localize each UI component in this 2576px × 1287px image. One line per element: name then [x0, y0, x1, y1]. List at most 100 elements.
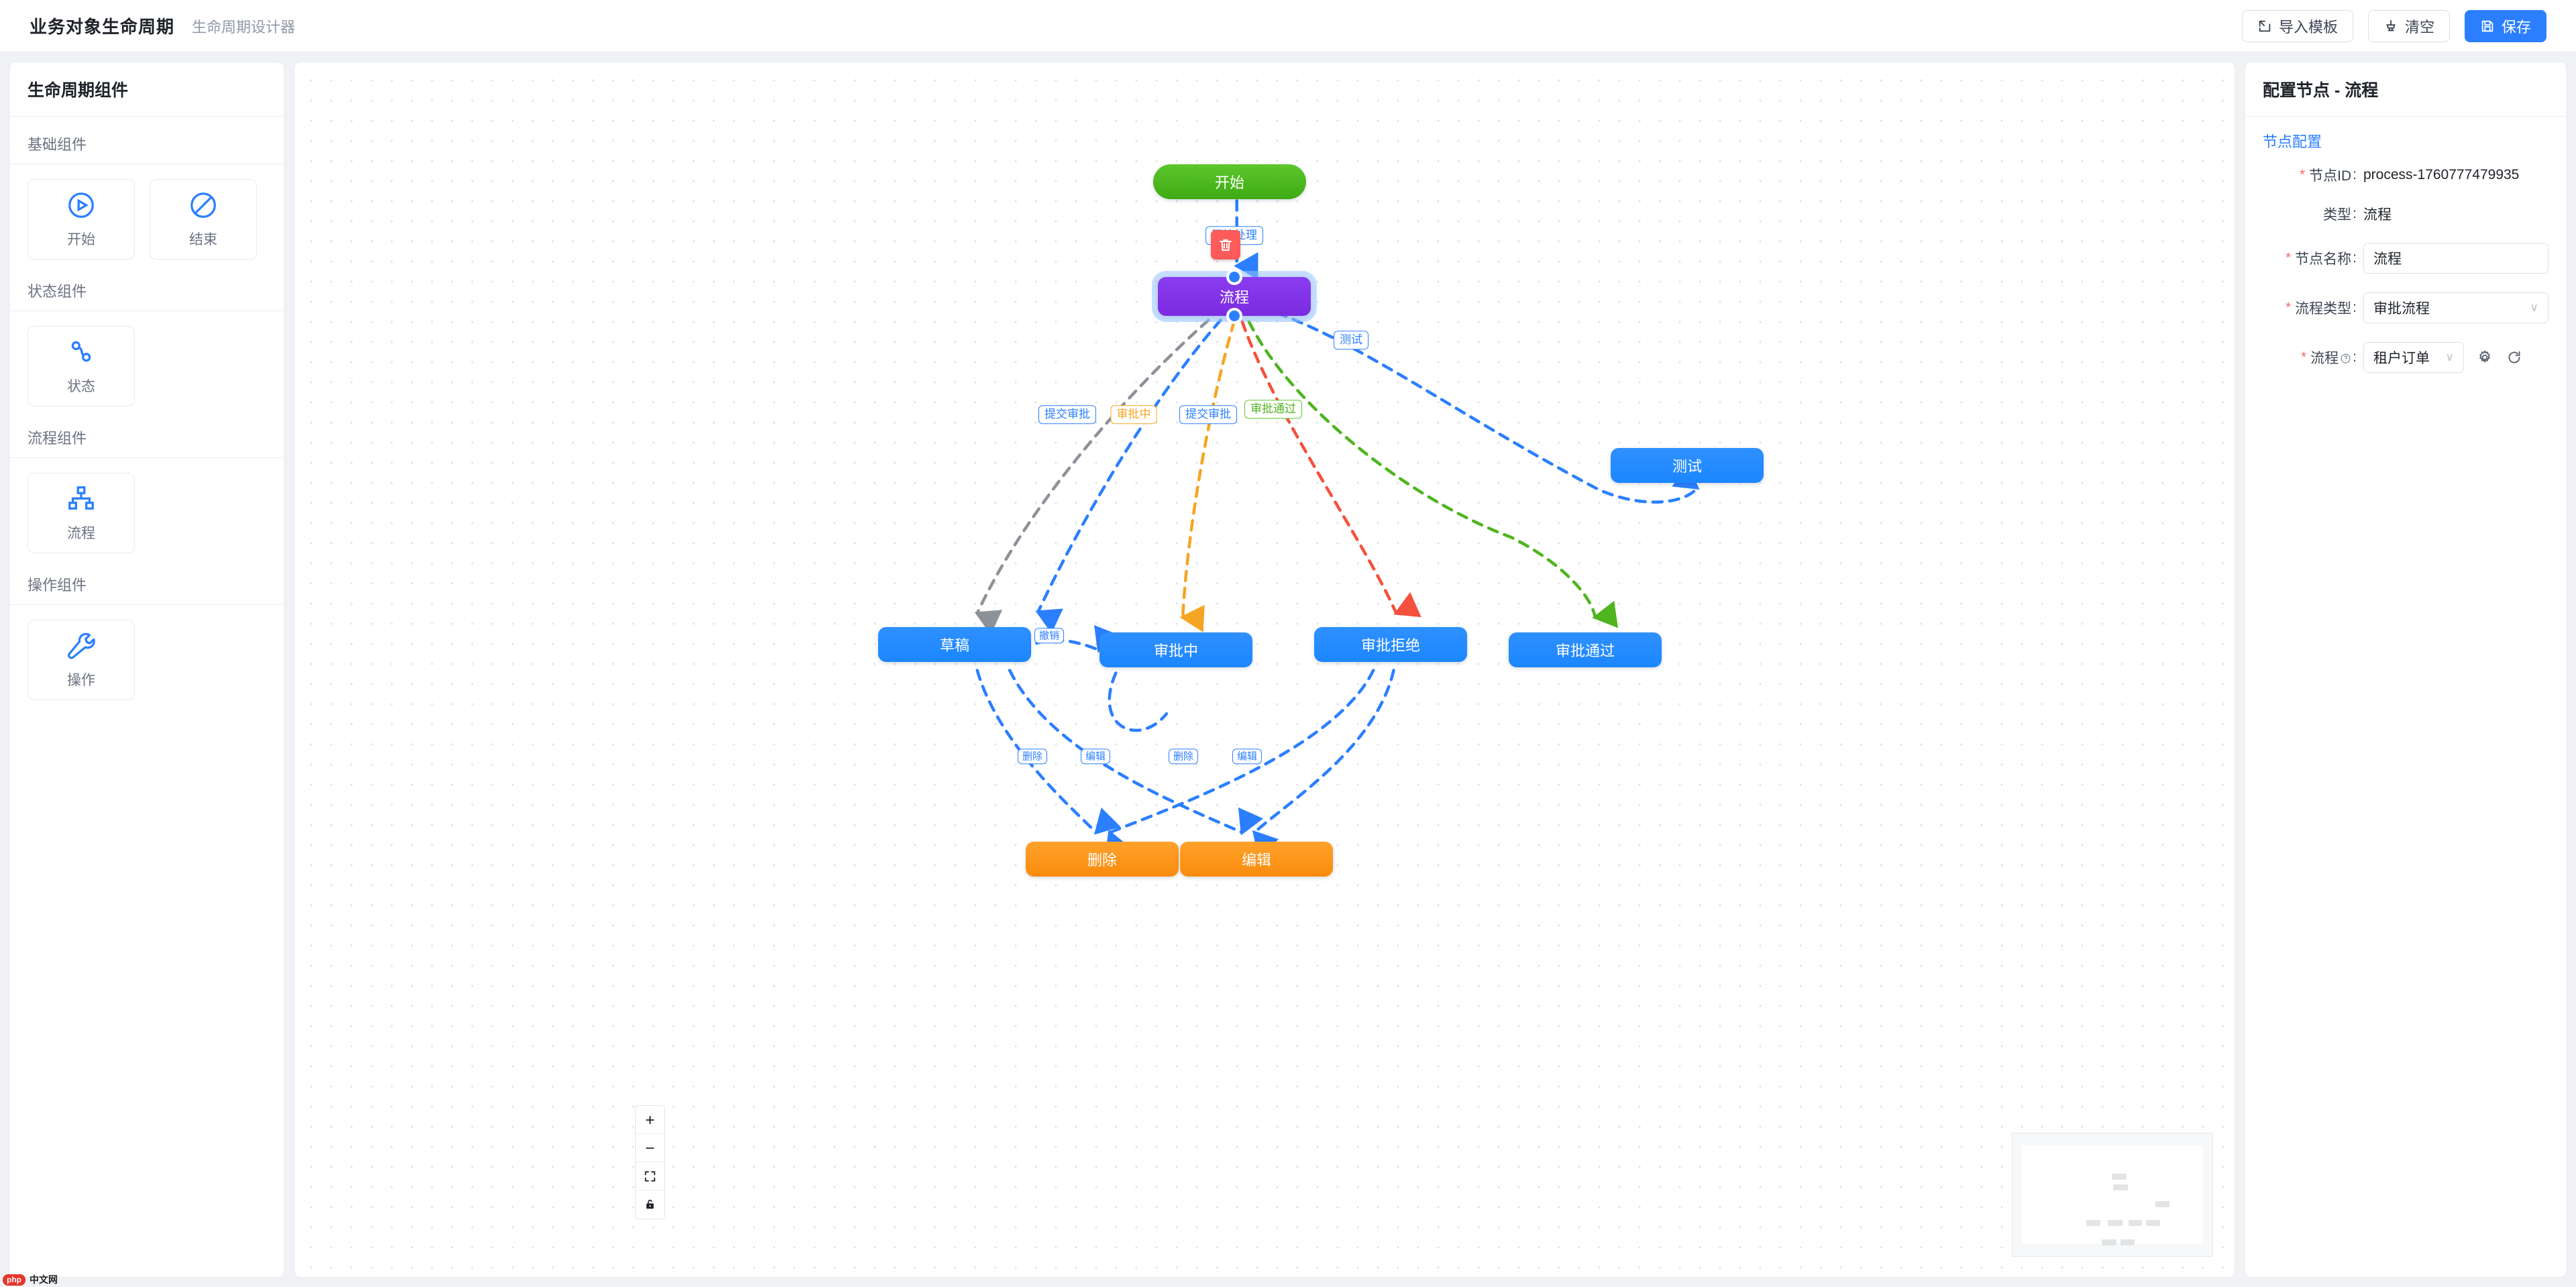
node-name-input[interactable]: 流程	[2363, 243, 2548, 274]
page-title: 业务对象生命周期	[30, 17, 175, 37]
flow-node-label: 审批通过	[1555, 642, 1615, 659]
wrench-icon	[66, 630, 97, 661]
palette-item-start[interactable]: 开始	[28, 179, 135, 260]
page-subtitle: 生命周期设计器	[192, 18, 296, 36]
group-items-basic: 开始 结束	[10, 164, 284, 264]
flow-node-label: 审批拒绝	[1360, 637, 1420, 654]
save-label: 保存	[2501, 18, 2531, 36]
chevron-down-icon: ∨	[2530, 301, 2538, 314]
node-name-label-text: 节点名称	[2295, 251, 2352, 267]
minimap-node	[2113, 1184, 2128, 1190]
import-icon	[2257, 19, 2272, 34]
edge-label[interactable]: 审批通过	[1244, 400, 1302, 418]
fit-view-button[interactable]	[636, 1162, 664, 1190]
import-template-button[interactable]: 导入模板	[2241, 9, 2353, 42]
group-items-status: 状态	[10, 311, 284, 410]
flow-node-label: 编辑	[1241, 852, 1271, 869]
edge-layer	[974, 199, 1700, 858]
process-type-value: 审批流程	[2373, 301, 2430, 317]
chevron-down-icon: ∨	[2445, 351, 2454, 363]
sitemap-icon	[66, 484, 97, 514]
required-marker: *	[2285, 300, 2292, 315]
process-type-select[interactable]: 审批流程 ∨	[2363, 292, 2548, 323]
node-id-label-text: 节点ID	[2309, 168, 2352, 184]
group-title-action: 操作组件	[28, 577, 87, 594]
clear-button[interactable]: 清空	[2367, 9, 2450, 42]
minimap-node	[2086, 1220, 2100, 1226]
flow-node-approved[interactable]: 审批通过	[1509, 632, 1662, 667]
lock-canvas-button[interactable]	[636, 1190, 664, 1219]
minimap-node	[2129, 1220, 2142, 1226]
process-select[interactable]: 租户订单 ∨	[2363, 342, 2464, 373]
edge-label[interactable]: 提交审批	[1038, 405, 1096, 424]
edge-label[interactable]: 删除	[1168, 748, 1199, 765]
import-template-label: 导入模板	[2278, 18, 2338, 36]
edge-label[interactable]: 提交审批	[1179, 405, 1237, 424]
state-node-icon	[66, 337, 97, 368]
node-anchor-top[interactable]	[1226, 269, 1242, 285]
flow-node-pending[interactable]: 审批中	[1099, 632, 1252, 667]
watermark-text: 中文网	[30, 1274, 58, 1285]
group-title-basic: 基础组件	[28, 136, 87, 153]
save-button[interactable]: 保存	[2464, 9, 2546, 42]
zoom-in-button[interactable]	[636, 1106, 664, 1134]
required-marker: *	[2299, 167, 2306, 182]
gear-icon[interactable]	[2476, 349, 2493, 366]
edge-label[interactable]: 编辑	[1080, 748, 1111, 765]
main-layout: 生命周期组件 基础组件 开始 结束 状态组件	[0, 52, 2576, 1287]
group-title-status: 状态组件	[28, 283, 87, 300]
site-watermark: php 中文网	[0, 1272, 60, 1287]
flow-node-start[interactable]: 开始	[1153, 164, 1306, 199]
help-circle-icon[interactable]	[2340, 352, 2351, 363]
node-anchor-bot[interactable]	[1226, 308, 1242, 324]
node-id-value: process-1760777479935	[2363, 167, 2520, 182]
divider	[10, 604, 284, 605]
minimap-node	[2112, 1174, 2127, 1180]
flow-canvas[interactable]: 开始流程测试草稿审批中审批拒绝审批通过删除编辑开始处理测试提交审批审批中提交审批…	[294, 62, 2235, 1278]
minimap[interactable]	[2012, 1133, 2213, 1257]
group-items-process: 流程	[10, 458, 284, 557]
flow-node-label: 开始	[1214, 174, 1244, 191]
flow-node-edit[interactable]: 编辑	[1180, 842, 1333, 877]
zoom-out-button[interactable]	[636, 1134, 664, 1162]
flow-node-label: 删除	[1087, 852, 1117, 869]
plus-icon	[646, 1115, 654, 1124]
field-type-label: 类型:	[2263, 204, 2363, 224]
edge-delete-button[interactable]	[1211, 230, 1240, 260]
minimap-node	[2102, 1239, 2116, 1245]
edge-label[interactable]: 编辑	[1232, 748, 1263, 765]
edge-label[interactable]: 审批中	[1110, 405, 1157, 424]
flow-node-draft[interactable]: 草稿	[878, 627, 1031, 662]
palette-item-state-label: 状态	[67, 379, 95, 394]
flow-node-delete[interactable]: 删除	[1026, 842, 1179, 877]
minimap-node	[2108, 1220, 2123, 1226]
field-process-type-label: * 流程类型:	[2263, 298, 2363, 318]
edge-label[interactable]: 测试	[1334, 331, 1368, 349]
palette-item-process[interactable]: 流程	[28, 473, 135, 553]
minimap-node	[2121, 1239, 2135, 1245]
palette-item-end-label: 结束	[189, 232, 217, 247]
edge-label[interactable]: 撤销	[1034, 628, 1065, 644]
node-config-link[interactable]: 节点配置	[2263, 133, 2322, 150]
zoom-controls[interactable]	[635, 1105, 665, 1219]
fit-icon	[645, 1170, 655, 1182]
type-label-text: 类型	[2323, 207, 2352, 223]
ban-icon	[188, 190, 219, 221]
node-inspector: 配置节点 - 流程 节点配置 * 节点ID: process-176077747…	[2245, 62, 2567, 1278]
type-value: 流程	[2363, 207, 2392, 223]
refresh-icon[interactable]	[2506, 349, 2523, 366]
palette-item-state[interactable]: 状态	[28, 326, 135, 406]
broom-icon	[2383, 19, 2398, 34]
palette-item-action[interactable]: 操作	[28, 620, 135, 700]
flow-node-test[interactable]: 测试	[1611, 448, 1764, 483]
group-title-process: 流程组件	[28, 430, 87, 447]
field-process-label: * 流程 :	[2263, 347, 2363, 368]
flow-node-process[interactable]: 流程	[1158, 269, 1311, 324]
required-marker: *	[2285, 250, 2292, 266]
edge-label[interactable]: 删除	[1017, 748, 1048, 765]
component-palette: 生命周期组件 基础组件 开始 结束 状态组件	[9, 62, 284, 1278]
flow-graph: 开始流程测试草稿审批中审批拒绝审批通过删除编辑开始处理测试提交审批审批中提交审批…	[294, 62, 2235, 1277]
palette-item-start-label: 开始	[67, 232, 95, 247]
palette-item-end[interactable]: 结束	[150, 179, 257, 260]
flow-node-rejected[interactable]: 审批拒绝	[1314, 627, 1467, 662]
